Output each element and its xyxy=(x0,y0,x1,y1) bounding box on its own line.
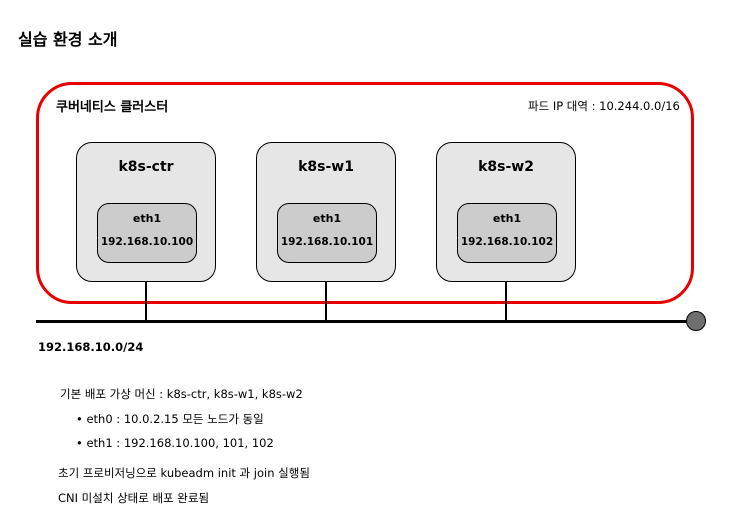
node-k8s-ctr: k8s-ctr eth1 192.168.10.100 xyxy=(76,142,216,282)
nic-ip: 192.168.10.102 xyxy=(460,236,554,248)
nic-eth1: eth1 192.168.10.101 xyxy=(277,203,377,263)
nic-ip: 192.168.10.100 xyxy=(100,236,194,248)
node-name: k8s-w2 xyxy=(478,159,534,175)
node-name: k8s-ctr xyxy=(118,159,174,175)
note-bullet-text: eth0 : 10.0.2.15 모든 노드가 동일 xyxy=(86,412,264,426)
note-cni: CNI 미설치 상태로 배포 완료됨 xyxy=(58,491,210,505)
pod-ip-range: 파드 IP 대역 : 10.244.0.0/16 xyxy=(528,99,680,113)
nic-name: eth1 xyxy=(492,212,522,225)
link-k8s-ctr xyxy=(145,282,147,322)
note-bullet-text: eth1 : 192.168.10.100, 101, 102 xyxy=(86,436,274,450)
page-title: 실습 환경 소개 xyxy=(18,30,118,49)
note-provision: 초기 프로비저닝으로 kubeadm init 과 join 실행됨 xyxy=(58,466,310,480)
note-vms: 기본 배포 가상 머신 : k8s-ctr, k8s-w1, k8s-w2 xyxy=(60,387,303,401)
nic-name: eth1 xyxy=(132,212,162,225)
network-endpoint xyxy=(686,311,706,331)
cluster-boundary xyxy=(36,82,694,304)
nic-eth1: eth1 192.168.10.102 xyxy=(457,203,557,263)
node-name: k8s-w1 xyxy=(298,159,354,175)
link-k8s-w2 xyxy=(505,282,507,322)
network-bus xyxy=(36,320,696,323)
nic-ip: 192.168.10.101 xyxy=(280,236,374,248)
subnet-label: 192.168.10.0/24 xyxy=(38,340,144,354)
cluster-title: 쿠버네티스 클러스터 xyxy=(56,100,169,115)
node-k8s-w1: k8s-w1 eth1 192.168.10.101 xyxy=(256,142,396,282)
node-k8s-w2: k8s-w2 eth1 192.168.10.102 xyxy=(436,142,576,282)
note-bullet: • eth1 : 192.168.10.100, 101, 102 xyxy=(76,436,274,450)
nic-name: eth1 xyxy=(312,212,342,225)
note-bullet: • eth0 : 10.0.2.15 모든 노드가 동일 xyxy=(76,412,264,426)
link-k8s-w1 xyxy=(325,282,327,322)
nic-eth1: eth1 192.168.10.100 xyxy=(97,203,197,263)
